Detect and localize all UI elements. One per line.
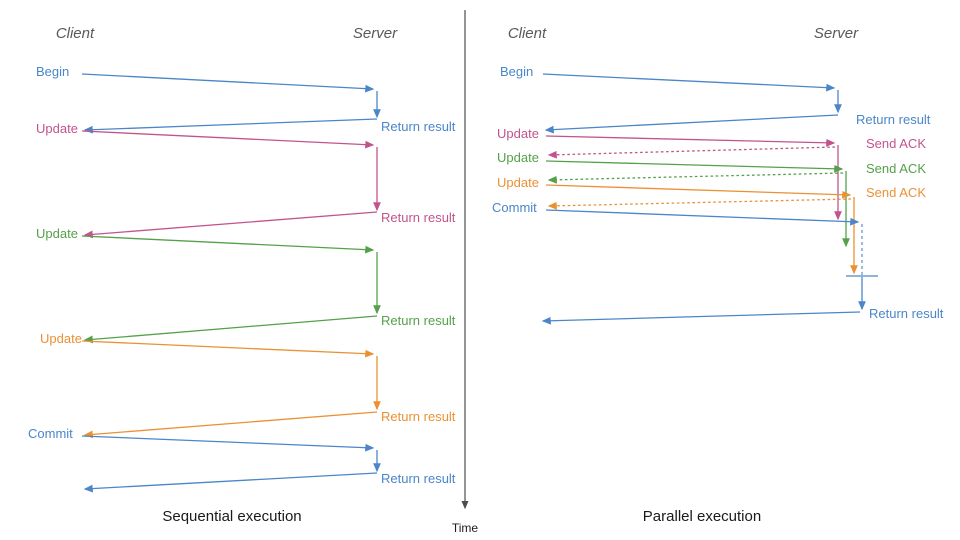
request-arrow [545,184,852,199]
server-message-label: Return result [381,471,456,486]
client-message-label: Update [36,121,78,136]
response-arrow [83,118,378,134]
request-arrow [545,160,844,173]
exchange-update-2 [545,160,850,248]
client-message-label: Update [40,331,82,346]
client-message-label: Update [497,150,539,165]
exchange-begin [542,73,842,134]
response-arrow [83,211,378,239]
exchange-update-1 [81,130,381,239]
request-arrow [81,130,375,149]
response-arrow [83,411,378,439]
ack-arrow [547,146,836,159]
client-message-label: Update [36,226,78,241]
response-arrow [541,311,861,325]
request-arrow [545,135,836,147]
request-arrow [81,340,375,358]
request-arrow [81,235,375,254]
client-message-label: Update [497,126,539,141]
client-message-label: Begin [500,64,533,79]
exchange-update-3 [81,340,381,439]
lane-title-client: Client [56,25,95,42]
panel-parallel: Client Server [492,25,944,525]
client-message-label: Update [497,175,539,190]
request-arrow [545,209,860,226]
server-message-label: Send ACK [866,161,926,176]
client-message-label: Commit [28,426,73,441]
response-arrow [544,114,839,134]
server-message-label: Send ACK [866,185,926,200]
client-message-label: Begin [36,64,69,79]
server-message-label: Return result [381,313,456,328]
server-message-label: Return result [381,210,456,225]
panel-caption-parallel: Parallel execution [643,508,761,525]
exchange-commit [81,435,381,493]
response-arrow [83,315,378,344]
exchange-update-3 [545,184,858,275]
ack-arrow [547,172,844,184]
server-message-label: Return result [869,306,944,321]
exchange-begin [81,73,381,134]
panel-caption-sequential: Sequential execution [162,508,301,525]
ack-arrow [547,198,852,210]
server-message-label: Return result [381,409,456,424]
server-message-label: Return result [381,119,456,134]
exchange-update-1 [545,135,842,221]
server-message-label: Return result [856,112,931,127]
time-axis-label: Time [452,521,479,535]
server-message-label: Send ACK [866,136,926,151]
request-arrow [81,73,375,93]
request-arrow [542,73,836,92]
panel-sequential: Client Server [28,25,456,525]
response-arrow [83,472,378,493]
request-arrow [81,435,375,452]
client-message-label: Commit [492,200,537,215]
lane-title-client: Client [508,25,547,42]
exchange-commit [541,209,878,325]
lane-title-server: Server [353,25,398,42]
lane-title-server: Server [814,25,859,42]
exchange-update-2 [81,235,381,344]
